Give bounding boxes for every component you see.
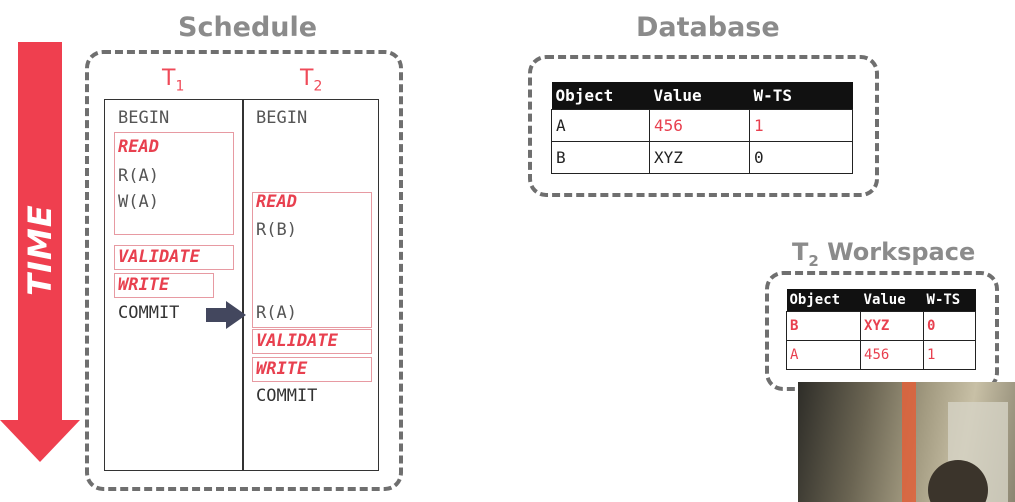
workspace-cell-value: XYZ	[860, 311, 925, 341]
t1-validate-label: VALIDATE	[118, 247, 200, 267]
t1-validate-box	[114, 245, 234, 270]
t1-write-label: WRITE	[118, 275, 170, 295]
webcam-person	[928, 460, 988, 502]
workspace-cell-wts: 1	[923, 340, 976, 370]
database-table: Object Value W-TS A 456 1 B XYZ 0	[551, 82, 853, 174]
workspace-cell-object: A	[785, 340, 862, 370]
t2-write-label: WRITE	[256, 359, 308, 379]
database-cell-value: 456	[649, 109, 750, 142]
schedule-frame	[85, 50, 403, 491]
arrow-shaft	[206, 308, 228, 322]
workspace-title: T2 Workspace	[792, 238, 976, 270]
t1-commit: COMMIT	[118, 303, 180, 323]
workspace-row-a: A 456 1	[785, 340, 976, 370]
database-cell-value: XYZ	[649, 141, 750, 174]
workspace-cell-wts: 0	[923, 311, 976, 341]
workspace-header-value: Value	[860, 289, 924, 312]
t1-write-a: W(A)	[118, 192, 159, 212]
workspace-cell-object: B	[785, 311, 862, 341]
database-header-object: Object	[551, 82, 650, 110]
workspace-header-row: Object Value W-TS	[786, 289, 976, 312]
schedule-table	[104, 99, 379, 471]
database-title: Database	[636, 12, 780, 43]
workspace-table: Object Value W-TS B XYZ 0 A 456 1	[785, 289, 976, 370]
webcam-background-stripe	[902, 382, 916, 502]
database-header-value: Value	[649, 82, 750, 110]
workspace-header-object: Object	[786, 289, 861, 312]
t2-read-phase-box	[252, 192, 372, 328]
t1-read-label: READ	[118, 137, 159, 157]
database-header-row: Object Value W-TS	[551, 82, 853, 110]
database-frame	[528, 55, 879, 197]
workspace-cell-value: 456	[860, 340, 925, 370]
t2-commit: COMMIT	[256, 386, 318, 406]
t2-validate-label: VALIDATE	[256, 331, 338, 351]
t2-read-b: R(B)	[256, 220, 297, 240]
database-row-a: A 456 1	[551, 109, 853, 142]
database-cell-object: B	[551, 141, 650, 174]
database-cell-object: A	[551, 109, 650, 142]
workspace-header-wts: W-TS	[923, 289, 976, 312]
schedule-title: Schedule	[178, 12, 318, 43]
t2-begin: BEGIN	[256, 108, 308, 128]
schedule-column-divider	[242, 99, 244, 471]
t1-read-phase-box	[114, 132, 234, 235]
database-row-b: B XYZ 0	[551, 141, 853, 174]
time-arrow-shaft	[18, 42, 62, 422]
database-cell-wts: 1	[749, 109, 853, 142]
t1-header: T1	[162, 66, 185, 95]
time-arrow-head	[0, 420, 80, 462]
webcam-overlay	[798, 382, 1015, 502]
database-cell-wts: 0	[749, 141, 853, 174]
t2-header: T2	[300, 66, 323, 95]
t1-read-a: R(A)	[118, 166, 159, 186]
workspace-row-b: B XYZ 0	[785, 311, 976, 341]
t2-read-a: R(A)	[256, 303, 297, 323]
t2-validate-box	[252, 329, 372, 354]
t2-read-label: READ	[256, 192, 297, 212]
t1-write-box	[114, 273, 214, 298]
arrow-head	[226, 301, 246, 329]
t2-write-box	[252, 357, 372, 382]
t1-begin: BEGIN	[118, 108, 170, 128]
database-header-wts: W-TS	[749, 82, 853, 110]
time-arrow-label: TIME	[21, 204, 59, 296]
